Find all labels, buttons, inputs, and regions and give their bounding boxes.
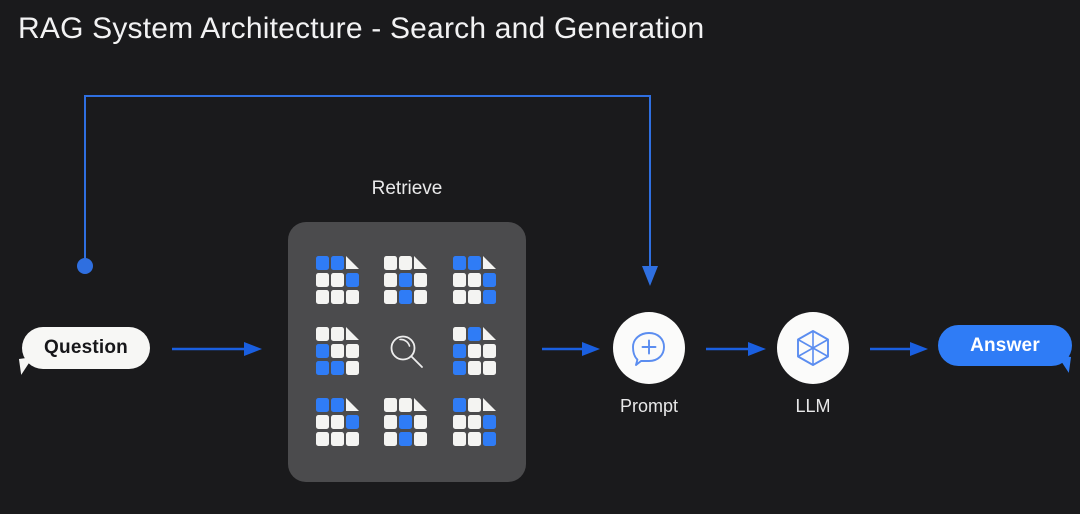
document-icon-1[interactable] [312,253,364,309]
retrieve-label: Retrieve [371,178,443,199]
document-icon-4[interactable] [312,324,364,380]
hexagon-cube-icon [797,330,829,366]
document-icon-3[interactable] [450,253,502,309]
arrow-prompt-to-llm [706,342,766,356]
chat-bubble-plus-icon [632,332,665,366]
document-icon-8[interactable] [450,395,502,451]
document-icon-6[interactable] [312,395,364,451]
question-bubble[interactable]: Question [22,327,150,369]
prompt-label: Prompt [619,396,679,416]
question-label: Question [44,337,128,358]
document-icon-7[interactable] [381,395,433,451]
answer-bubble[interactable]: Answer [938,325,1072,366]
llm-node[interactable] [777,312,849,384]
llm-label: LLM [795,396,831,416]
arrow-retrieve-to-prompt [542,342,600,356]
document-icon-5[interactable] [450,324,502,380]
arrow-llm-to-answer [870,342,928,356]
document-grid [304,246,510,458]
retrieve-panel[interactable] [288,222,526,482]
magnifier-icon[interactable] [381,324,433,380]
arrow-question-to-retrieve [172,342,262,356]
answer-label: Answer [970,334,1040,356]
document-icon-2[interactable] [381,253,433,309]
page-title: RAG System Architecture - Search and Gen… [18,12,705,45]
prompt-node[interactable] [613,312,685,384]
